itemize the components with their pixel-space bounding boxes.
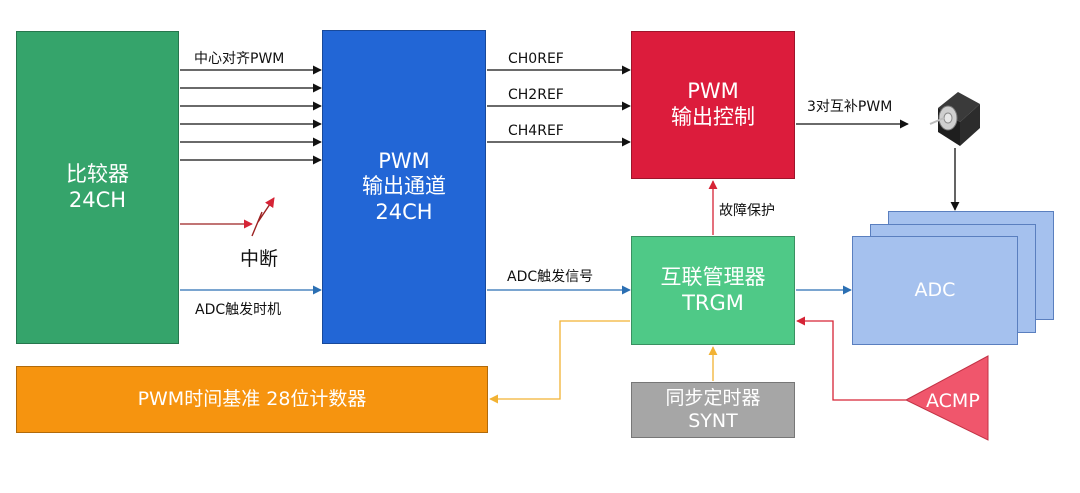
trgm-block: 互联管理器 TRGM xyxy=(631,236,795,345)
pwm-output-channel-block: PWM 输出通道 24CH xyxy=(322,30,486,344)
comparator-block: 比较器 24CH xyxy=(16,31,179,344)
pwm-timebase-block: PWM时间基准 28位计数器 xyxy=(16,366,488,433)
synt-title: 同步定时器 xyxy=(665,386,761,409)
pwm-channel-count: 24CH xyxy=(375,199,433,224)
synt-subtitle: SYNT xyxy=(688,410,738,432)
pwm-control-subtitle: 输出控制 xyxy=(671,105,755,129)
adc-trigger-timing-label: ADC触发时机 xyxy=(195,302,282,318)
pwm-output-control-block: PWM 输出控制 xyxy=(631,31,795,179)
complementary-pwm-label: 3对互补PWM xyxy=(807,99,893,115)
interrupt-label: 中断 xyxy=(240,248,279,270)
ch2ref-label: CH2REF xyxy=(508,87,564,103)
acmp-label: ACMP xyxy=(926,390,980,412)
fault-protect-label: 故障保护 xyxy=(719,203,775,219)
trgm-subtitle: TRGM xyxy=(682,290,744,315)
center-align-pwm-label: 中心对齐PWM xyxy=(194,51,285,67)
adc-label: ADC xyxy=(914,278,956,301)
ch4ref-label: CH4REF xyxy=(508,123,564,139)
comparator-channels: 24CH xyxy=(68,187,127,212)
lightning-icon xyxy=(251,197,275,237)
timebase-label: PWM时间基准 28位计数器 xyxy=(137,387,367,410)
synt-block: 同步定时器 SYNT xyxy=(631,382,795,438)
adc-block: ADC xyxy=(852,236,1018,345)
comparator-to-channel-arrows xyxy=(180,65,322,165)
motor-icon xyxy=(929,92,980,146)
adc-trigger-signal-label: ADC触发信号 xyxy=(507,269,594,285)
pwm-channel-title: PWM xyxy=(378,148,430,173)
acmp-triangle xyxy=(904,355,989,441)
ch0ref-label: CH0REF xyxy=(508,51,564,67)
comparator-title: 比较器 xyxy=(66,161,129,186)
acmp-to-trgm-arrow xyxy=(796,316,906,401)
pwm-control-title: PWM xyxy=(687,79,739,104)
pwm-channel-subtitle: 输出通道 xyxy=(362,174,446,199)
trgm-to-timebase-arrow xyxy=(489,320,630,404)
trgm-title: 互联管理器 xyxy=(660,264,766,289)
